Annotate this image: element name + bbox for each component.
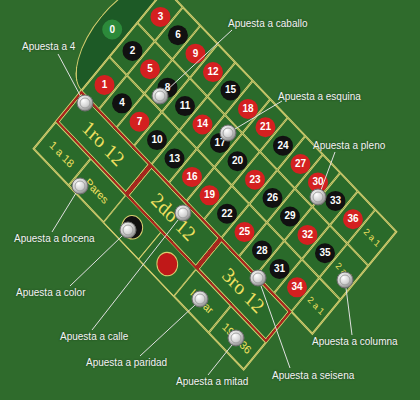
number-label: 32 [297,225,317,245]
callout-label: Apuesta a color [16,287,86,298]
number-label: 0 [102,20,122,40]
betting-chip [220,125,236,141]
leader-line [92,220,178,330]
number-label: 34 [287,277,307,297]
leader-line [166,30,232,91]
number-label: 15 [220,80,240,100]
callout-label: Apuesta a paridad [86,357,167,368]
callout-label: Apuesta a caballo [228,18,308,29]
number-label: 23 [245,169,265,189]
number-label: 4 [112,93,132,113]
betting-chip [310,189,326,205]
number-label: 33 [325,191,345,211]
bet-label: 2 a 1 [306,294,326,316]
leader-line [321,152,335,190]
callout-label: Apuesta a 4 [22,41,75,52]
bet-label: Pares [83,175,111,205]
number-label: 20 [227,151,247,171]
betting-chip [175,205,191,221]
number-label: 3 [150,7,170,27]
number-label: 29 [280,206,300,226]
number-label: 35 [315,243,335,263]
number-label: 31 [269,259,289,279]
number-label: 13 [164,148,184,168]
bet-label: 2 a 1 [362,226,382,248]
chip-ring [80,98,90,108]
betting-chip [120,222,136,238]
leader-line [58,54,81,97]
leader-line [346,288,352,335]
number-label: 1 [94,75,114,95]
chip-ring [123,225,133,235]
number-label: 27 [290,154,310,174]
callout-label: Apuesta a seisena [272,370,354,381]
callout-label: Apuesta a docena [14,233,95,244]
number-label: 7 [129,111,149,131]
number-label: 12 [203,62,223,82]
betting-chip [152,88,168,104]
betting-chip [77,95,93,111]
callout-label: Apuesta a mitad [176,376,248,387]
number-label: 16 [182,167,202,187]
number-label: 36 [343,209,363,229]
number-label: 18 [238,99,258,119]
chip-ring [313,192,323,202]
number-label: 10 [147,130,167,150]
chip-rings [75,91,350,343]
number-label: 5 [140,59,160,79]
chip-ring [195,294,205,304]
chips [72,88,353,346]
leader-line [235,101,282,129]
chip-ring [178,208,188,218]
number-label: 26 [262,188,282,208]
number-label: 2 [122,41,142,61]
number-label: 21 [255,117,275,137]
callout-label: Apuesta a esquina [278,91,361,102]
number-label: 28 [252,240,272,260]
leader-line [52,193,76,232]
callout-label: Apuesta a calle [60,331,128,342]
callout-label: Apuesta a pleno [313,140,385,151]
betting-chip [72,178,88,194]
betting-chip [192,291,208,307]
number-label: 9 [185,43,205,63]
betting-chip [250,270,266,286]
betting-chip [337,272,353,288]
black-spot [118,211,147,244]
leader-lines [52,30,352,375]
chip-ring [340,275,350,285]
leader-line [208,345,232,375]
number-label: 25 [234,222,254,242]
chip-ring [155,91,165,101]
number-label: 14 [192,114,212,134]
red-spot [153,247,182,280]
chip-ring [231,333,241,343]
chip-ring [223,128,233,138]
number-label: 24 [273,135,293,155]
chip-ring [75,181,85,191]
leader-line [261,286,290,368]
bet-label: 1 a 18 [48,138,77,170]
number-label: 6 [168,25,188,45]
leader-line [140,305,195,356]
number-label: 11 [175,96,195,116]
callout-label: Apuesta a columna [312,336,398,347]
betting-chip [228,330,244,346]
number-label: 19 [199,185,219,205]
number-label: 22 [217,203,237,223]
outside-bets-frame [34,91,292,370]
chip-ring [253,273,263,283]
